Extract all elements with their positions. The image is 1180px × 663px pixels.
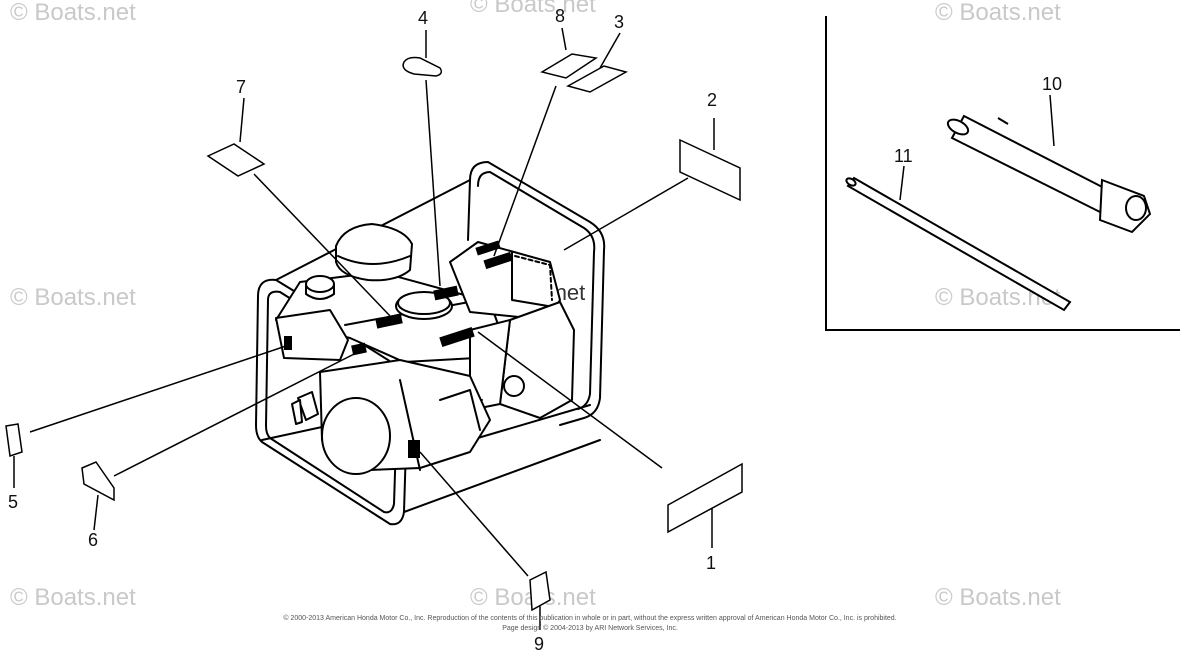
machine-labels — [284, 240, 513, 458]
callout-11: 11 — [894, 146, 913, 166]
watermark: © Boats.net — [470, 0, 596, 18]
leader-3 — [599, 32, 621, 69]
leader-5b — [29, 345, 287, 433]
watermark: © Boats.net — [935, 584, 1061, 611]
leader-8 — [561, 27, 567, 51]
leader-7b — [253, 173, 393, 319]
callout-10: 10 — [1042, 74, 1062, 94]
decal-7 — [206, 143, 266, 177]
generator-drawing — [255, 161, 606, 526]
leader-4b — [425, 79, 441, 287]
leader-10 — [1049, 94, 1055, 147]
callouts: 1 2 3 4 5 6 7 8 9 10 11 — [8, 6, 1062, 654]
watermark: © Boats.net — [10, 284, 136, 311]
callout-9: 9 — [534, 634, 544, 654]
leader-8b — [493, 85, 557, 257]
leader-11 — [899, 165, 905, 201]
leader-9b — [419, 451, 529, 577]
leader-1b — [477, 331, 663, 469]
leader-6b — [113, 349, 363, 477]
page-design-credit: Page design © 2004-2013 by ARI Network S… — [502, 625, 678, 632]
leader-6 — [93, 494, 99, 531]
handle-rod — [845, 176, 1072, 312]
decal-4 — [402, 56, 443, 77]
callout-1: 1 — [706, 553, 716, 573]
decal-3 — [566, 65, 628, 93]
callout-8: 8 — [555, 6, 565, 26]
leader-lines — [13, 27, 1055, 630]
tool-kit-border — [825, 16, 1180, 331]
watermark: © Boats.net — [935, 0, 1061, 26]
decal-8 — [540, 53, 598, 79]
copyright-line: © 2000-2013 American Honda Motor Co., In… — [283, 615, 897, 622]
leader-7 — [239, 97, 245, 143]
callout-7: 7 — [236, 77, 246, 97]
decal-5 — [5, 423, 23, 457]
tool-kit — [825, 16, 1180, 331]
callout-6: 6 — [88, 530, 98, 550]
spark-plug-wrench — [946, 114, 1152, 234]
callout-2: 2 — [707, 90, 717, 110]
callout-5: 5 — [8, 492, 18, 512]
decal-9 — [529, 570, 551, 612]
watermark: © Boats.net — [10, 0, 136, 26]
watermark: © Boats.net — [10, 584, 136, 611]
leader-2b — [563, 177, 689, 251]
callout-4: 4 — [418, 8, 428, 28]
callout-3: 3 — [614, 12, 624, 32]
decal-2 — [679, 138, 741, 202]
decal-6 — [81, 461, 115, 502]
decals — [5, 53, 743, 612]
decal-1 — [667, 462, 743, 534]
